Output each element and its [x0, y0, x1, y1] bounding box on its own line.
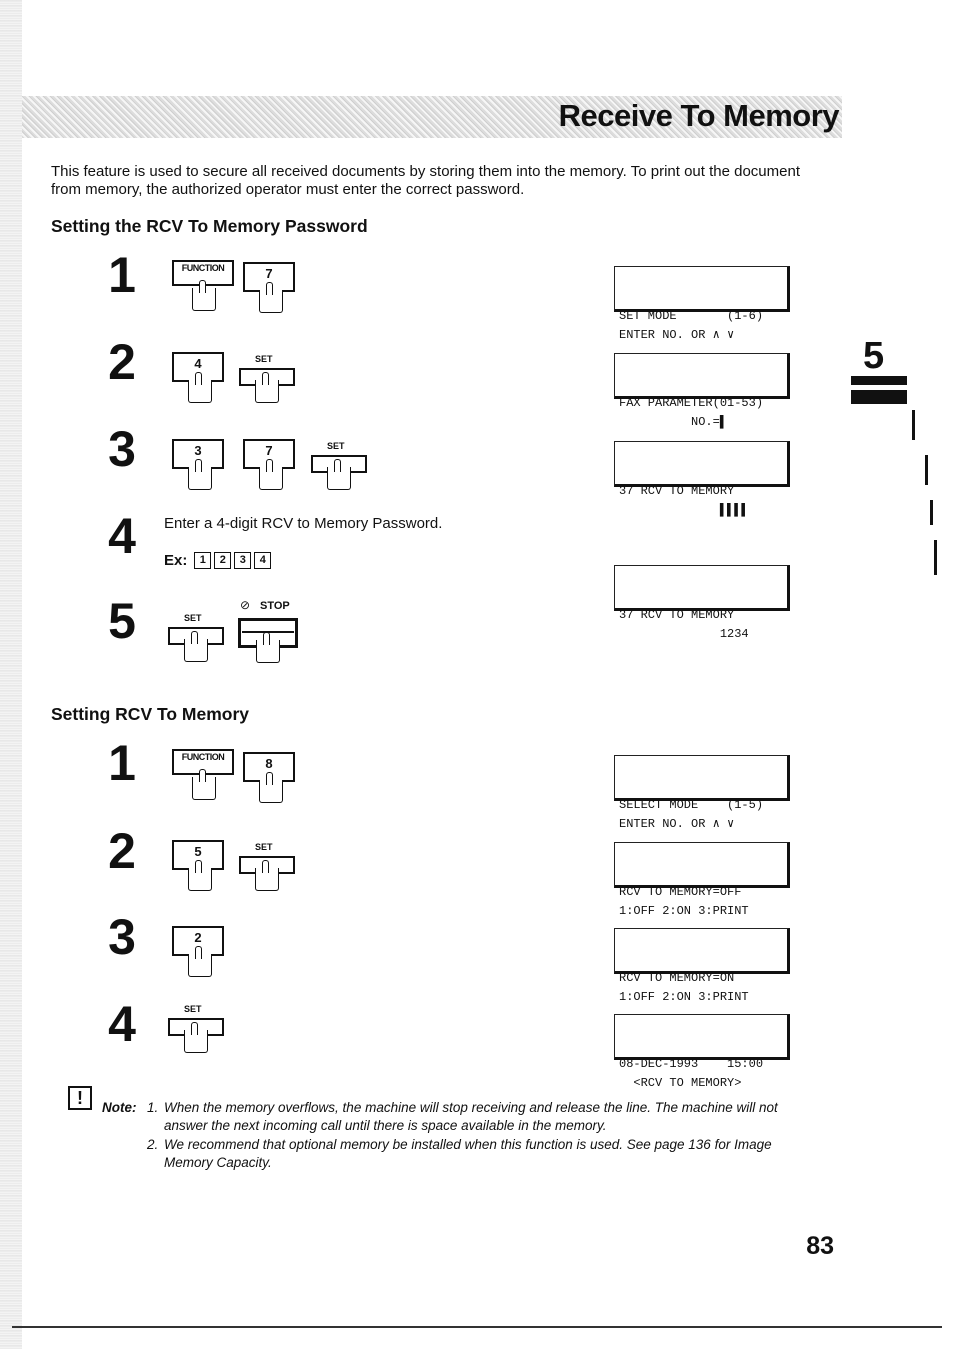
finger-press-icon — [188, 372, 212, 403]
number-key-3[interactable]: 3 — [172, 439, 226, 490]
finger-press-icon — [192, 280, 216, 311]
set-key[interactable]: SET — [239, 842, 295, 891]
section-heading-password: Setting the RCV To Memory Password — [51, 216, 368, 236]
step-number: 3 — [108, 909, 136, 965]
note-icon: ! — [68, 1086, 92, 1110]
note-item-number: 1. — [147, 1100, 159, 1115]
finger-press-icon — [259, 772, 283, 803]
function-key[interactable]: FUNCTION — [172, 749, 234, 801]
step-number: 1 — [108, 735, 136, 791]
bottom-rule — [12, 1326, 942, 1328]
number-key-5[interactable]: 5 — [172, 840, 226, 891]
finger-press-icon — [327, 459, 351, 490]
lcd-display: SELECT MODE (1-5)ENTER NO. OR ∧ ∨ — [614, 755, 790, 831]
stop-key[interactable]: ⊘ STOP — [238, 598, 300, 663]
lcd-display: 37 RCV TO MEMORY 1234 — [614, 565, 790, 641]
lcd-display: FAX PARAMETER(01-53) NO.=▌ — [614, 353, 790, 429]
note-item-text: We recommend that optional memory be ins… — [164, 1137, 772, 1170]
stop-icon: ⊘ — [240, 598, 251, 612]
section-heading-rcv: Setting RCV To Memory — [51, 704, 250, 724]
edge-mark — [934, 540, 937, 575]
note-item-number: 2. — [147, 1137, 159, 1152]
finger-press-icon — [192, 769, 216, 800]
chapter-tab-bar — [851, 376, 907, 385]
page-title: Receive To Memory — [558, 98, 840, 133]
finger-press-icon — [256, 632, 280, 663]
lcd-display: 08-DEC-1993 15:00 <RCV TO MEMORY> — [614, 1014, 790, 1090]
finger-press-icon — [188, 459, 212, 490]
example-password: Ex: 1 2 3 4 — [164, 552, 272, 569]
set-key[interactable]: SET — [168, 613, 224, 662]
step-number: 5 — [108, 593, 136, 649]
set-key[interactable]: SET — [239, 354, 295, 403]
step-number: 4 — [108, 996, 136, 1052]
note-label: Note: — [102, 1100, 137, 1115]
example-digit-box: 1 — [194, 552, 212, 569]
step-number: 2 — [108, 823, 136, 879]
finger-press-icon — [188, 946, 212, 977]
stop-label: STOP — [260, 600, 290, 612]
number-key-7[interactable]: 7 — [243, 262, 297, 313]
chapter-tab-bar — [851, 399, 907, 404]
lcd-display: SET MODE (1-6)ENTER NO. OR ∧ ∨ — [614, 266, 790, 342]
example-digit-box: 2 — [214, 552, 232, 569]
page-number: 83 — [806, 1232, 834, 1260]
lcd-display: 37 RCV TO MEMORY ▌▌▌▌ — [614, 441, 790, 517]
chapter-tab-number: 5 — [863, 335, 885, 377]
set-key[interactable]: SET — [168, 1004, 224, 1053]
title-band — [22, 96, 842, 138]
finger-press-icon — [255, 372, 279, 403]
step4-instruction: Enter a 4-digit RCV to Memory Password. — [164, 515, 443, 532]
chapter-tab-bar — [851, 390, 907, 399]
function-key[interactable]: FUNCTION — [172, 260, 234, 312]
number-key-4[interactable]: 4 — [172, 352, 226, 403]
finger-press-icon — [259, 282, 283, 313]
finger-press-icon — [259, 459, 283, 490]
note-item-text: When the memory overflows, the machine w… — [164, 1100, 778, 1133]
finger-press-icon — [184, 1022, 208, 1053]
step-number: 2 — [108, 334, 136, 390]
step-number: 4 — [108, 508, 136, 564]
finger-press-icon — [188, 860, 212, 891]
finger-press-icon — [184, 631, 208, 662]
edge-mark — [930, 500, 933, 525]
example-digit-box: 4 — [254, 552, 272, 569]
number-key-8[interactable]: 8 — [243, 752, 297, 803]
step-number: 3 — [108, 421, 136, 477]
example-digit-box: 3 — [234, 552, 252, 569]
number-key-7[interactable]: 7 — [243, 439, 297, 490]
number-key-2[interactable]: 2 — [172, 926, 226, 977]
intro-paragraph: This feature is used to secure all recei… — [51, 163, 800, 198]
step-number: 1 — [108, 247, 136, 303]
set-key[interactable]: SET — [311, 441, 367, 490]
example-label: Ex: — [164, 552, 188, 569]
edge-mark — [925, 455, 928, 485]
edge-mark — [912, 410, 915, 440]
finger-press-icon — [255, 860, 279, 891]
scan-edge-shading — [0, 0, 22, 1349]
